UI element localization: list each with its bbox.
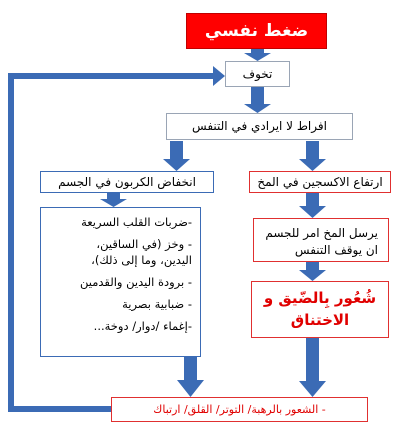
arrow-loop-feeling-to-fear [8, 66, 225, 412]
fear-box: تخوف [225, 61, 290, 87]
diagram-title: ضغط نفسي [204, 20, 309, 41]
arrow-o2-to-brain [299, 193, 326, 218]
co2-drop-label: انخفاض الكربون في الجسم [58, 174, 196, 189]
title-box: ضغط نفسي [186, 13, 327, 49]
o2-rise-box: ارتفاع الاكسجين في المخ [249, 171, 391, 193]
symptom-item: -ضربات القلب السريعة [81, 215, 192, 229]
symptoms-box: -ضربات القلب السريعة - وخز (في الساقين، … [40, 207, 201, 357]
feeling-label: - الشعور بالرهبة/ التوتر/ القلق/ ارتباك [153, 402, 326, 416]
symptom-item: اليدين، وما إلى ذلك)، [91, 253, 192, 267]
symptom-item: - ضبابية بصرية [122, 297, 192, 311]
brain-signal-box: يرسل المخ امر للجسم ان يوقف التنفس [253, 218, 389, 262]
fear-label: تخوف [242, 66, 273, 81]
arrow-fear-to-hypervent [244, 87, 271, 113]
arrow-co2-to-symptoms [100, 193, 127, 207]
brain-signal-label: يرسل المخ امر للجسم ان يوقف التنفس [265, 226, 378, 257]
arrow-brain-to-choking [299, 262, 326, 281]
symptom-item: - وخز (في الساقين، [96, 237, 192, 251]
hyperventilation-label: افراط لا ايرادي في التنفس [192, 119, 327, 134]
arrow-hypervent-to-o2 [299, 141, 326, 171]
hyperventilation-box: افراط لا ايرادي في التنفس [166, 113, 353, 140]
feeling-box: - الشعور بالرهبة/ التوتر/ القلق/ ارتباك [111, 397, 368, 422]
choking-label: شُعُور بِالضّيق و الاختناق [263, 289, 377, 329]
arrow-symptoms-to-feeling [177, 357, 204, 397]
choking-box: شُعُور بِالضّيق و الاختناق [251, 281, 389, 338]
symptom-item: - برودة اليدين والقدمين [79, 275, 192, 289]
arrow-hypervent-to-co2 [163, 141, 190, 171]
symptom-item: -إغماء /دوار/ دوخة... [93, 319, 192, 333]
co2-drop-box: انخفاض الكربون في الجسم [40, 171, 214, 193]
arrow-title-to-fear [244, 49, 271, 61]
arrow-choking-to-feeling [299, 338, 326, 397]
o2-rise-label: ارتفاع الاكسجين في المخ [257, 174, 383, 189]
